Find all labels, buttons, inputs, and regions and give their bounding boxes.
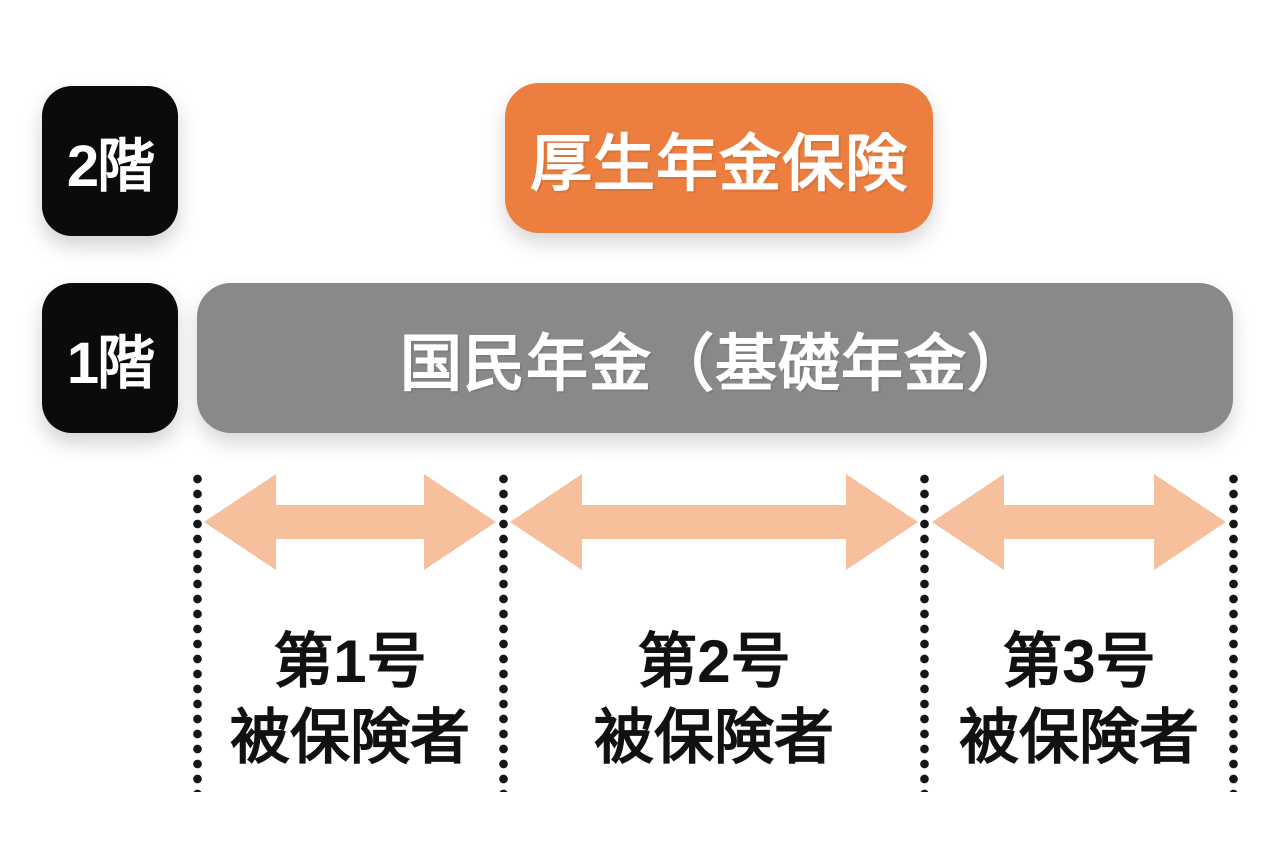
range-arrow-category1 <box>204 474 496 570</box>
category-1-insured: 被保険者 <box>230 704 470 771</box>
dotted-divider-4 <box>1229 474 1238 792</box>
range-arrow-category3 <box>932 474 1226 570</box>
category-3-number: 第3号 <box>1002 628 1156 695</box>
floor-1-badge: 1階 <box>42 283 178 433</box>
floor-2-badge: 2階 <box>42 86 178 236</box>
category-1-number: 第1号 <box>273 628 427 695</box>
range-arrow-category2 <box>510 474 918 570</box>
category-1-label: 第1号 被保険者 <box>197 624 503 776</box>
category-2-number: 第2号 <box>637 628 791 695</box>
category-2-label: 第2号 被保険者 <box>503 624 925 776</box>
category-2-insured: 被保険者 <box>594 704 834 771</box>
dotted-divider-2 <box>499 474 508 792</box>
dotted-divider-3 <box>920 474 929 792</box>
category-3-label: 第3号 被保険者 <box>925 624 1233 776</box>
national-pension-bar: 国民年金（基礎年金） <box>197 283 1233 433</box>
category-3-insured: 被保険者 <box>959 704 1199 771</box>
dotted-divider-1 <box>193 474 202 792</box>
employees-pension-box: 厚生年金保険 <box>505 83 933 233</box>
